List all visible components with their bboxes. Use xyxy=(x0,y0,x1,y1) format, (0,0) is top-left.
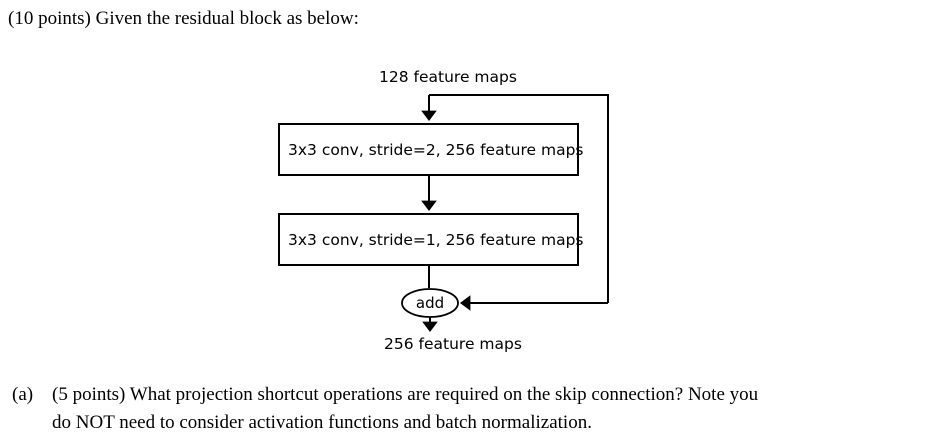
skip-connection-path xyxy=(429,94,609,303)
output-feature-maps-label: 256 feature maps xyxy=(384,335,522,353)
input-feature-maps-label: 128 feature maps xyxy=(379,68,517,86)
residual-block-diagram: 128 feature maps 3x3 conv, stride=2, 256… xyxy=(0,55,929,365)
subquestion-a-body: (5 points) What projection shortcut oper… xyxy=(52,381,924,437)
subquestion-a: (a) (5 points) What projection shortcut … xyxy=(12,381,924,437)
conv-block-1 xyxy=(278,123,579,176)
add-node-label: add xyxy=(416,294,444,312)
conv-block-1-label: 3x3 conv, stride=2, 256 feature maps xyxy=(288,141,584,159)
subquestion-a-line-1: (5 points) What projection shortcut oper… xyxy=(52,384,759,405)
conv-block-2-label: 3x3 conv, stride=1, 256 feature maps xyxy=(288,231,584,249)
subquestion-a-label: (a) xyxy=(12,384,34,405)
question-intro-text: (10 points) Given the residual block as … xyxy=(8,8,359,29)
subquestion-a-line-2: do NOT need to consider activation funct… xyxy=(52,412,592,433)
diagram-canvas: 128 feature maps 3x3 conv, stride=2, 256… xyxy=(278,68,609,353)
